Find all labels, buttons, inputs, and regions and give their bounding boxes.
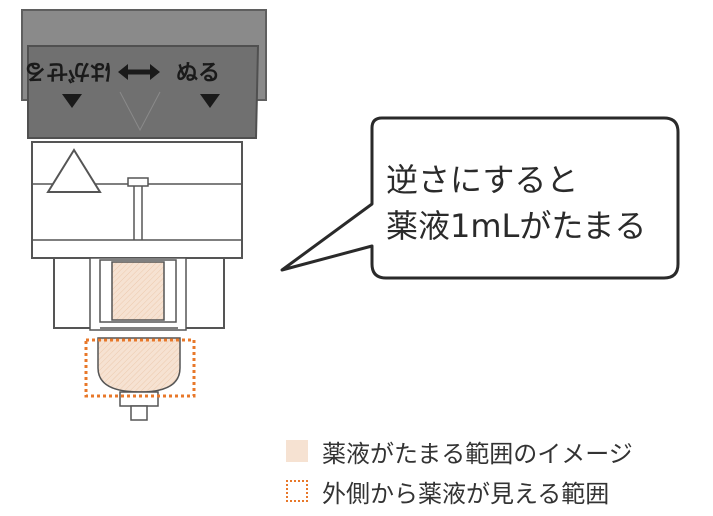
liquid-chamber-upper [111,261,165,321]
liquid-chamber-lower [97,337,181,393]
legend-swatch-outlined [286,480,308,502]
down-arrow-left-icon [62,94,82,108]
double-arrow-icon [118,64,160,80]
callout-line-2: 薬液1mLがたまる [386,207,647,245]
down-arrow-right-icon [200,94,220,108]
legend-swatch-filled [286,440,308,462]
legend-item-outlined: 外側から薬液が見える範囲 [286,474,609,508]
triangle-marker-icon [46,148,102,193]
speech-bubble [280,116,680,280]
cap-label-left: はがせる [24,58,112,84]
cap-label-right: ぬる [176,61,220,86]
legend-label-outlined: 外側から薬液が見える範囲 [322,479,610,508]
cap: はがせる ぬる [21,9,267,139]
legend-label-filled: 薬液がたまる範囲のイメージ [322,439,633,468]
cap-seam [119,91,161,132]
cap-bottom [27,45,260,139]
callout-line-1: 逆さにすると [386,161,579,199]
container-body [31,141,243,421]
nozzle-tip [130,405,148,421]
visible-area-outline [84,338,196,398]
legend-item-filled: 薬液がたまる範囲のイメージ [286,434,633,468]
nozzle [119,391,159,407]
